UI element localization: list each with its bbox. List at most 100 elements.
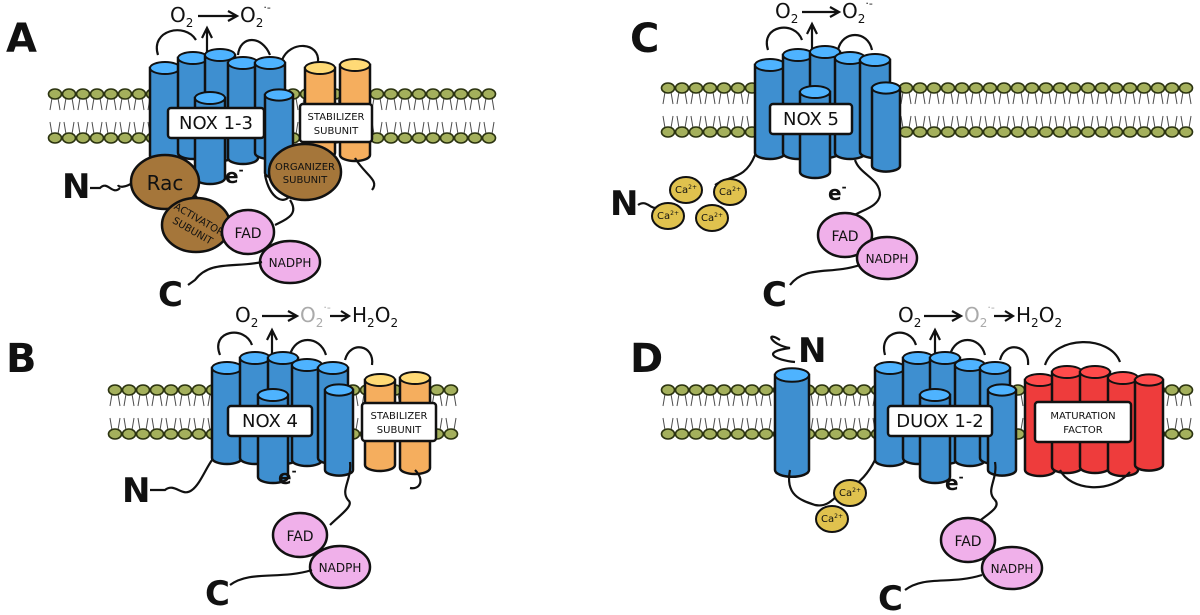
lipid-tail: [483, 121, 495, 135]
helix-body: [870, 86, 902, 173]
svg-text:NADPH: NADPH: [269, 256, 312, 270]
lipid-tail: [1082, 115, 1094, 129]
svg-text:NADPH: NADPH: [991, 562, 1034, 576]
lipid-head: [131, 132, 147, 144]
organizer-subunit: [267, 142, 343, 202]
lipid-head: [163, 384, 179, 396]
lipid-head: [744, 428, 760, 440]
nadph-b: [308, 544, 372, 590]
lipid-tail: [984, 115, 996, 129]
lipid-tail: [151, 417, 163, 431]
lipid-head: [814, 428, 830, 440]
lipid-tail: [970, 91, 982, 105]
svg-text:e-: e-: [278, 464, 297, 489]
lipid-tail: [844, 417, 856, 431]
lipid-tail: [385, 121, 397, 135]
lipid-head: [674, 82, 690, 94]
helix-top: [987, 383, 1017, 397]
lipid-tail: [1138, 115, 1150, 129]
lipid-head: [1094, 126, 1110, 138]
lipid-tail: [732, 91, 744, 105]
lipid-tail: [928, 91, 940, 105]
lipid-tail: [413, 97, 425, 111]
lipid-head: [954, 126, 970, 138]
lipid-head: [730, 384, 746, 396]
lipid-tail: [690, 91, 702, 105]
panel-letter-b: B: [6, 336, 37, 382]
lipid-tail: [998, 115, 1010, 129]
helix-top: [874, 361, 906, 375]
lipid-head: [1164, 82, 1180, 94]
lipid-tail: [1026, 115, 1038, 129]
lipid-head: [1164, 428, 1180, 440]
lipid-tail: [732, 393, 744, 407]
maturation-factor-helices: [1023, 365, 1165, 478]
lipid-tail: [483, 97, 495, 111]
lipid-head: [716, 126, 732, 138]
lipid-tail: [662, 91, 674, 105]
lipid-head: [926, 126, 942, 138]
lipid-tail: [676, 91, 688, 105]
lipid-tail: [445, 417, 457, 431]
helix-top: [317, 361, 349, 375]
lipid-tail: [371, 97, 383, 111]
lipid-head: [135, 384, 151, 396]
svg-text:e-: e-: [225, 163, 244, 188]
lipid-head: [1122, 82, 1138, 94]
lipid-head: [912, 82, 928, 94]
lipid-tail: [133, 97, 145, 111]
lipid-head: [89, 88, 105, 100]
svg-text:e-: e-: [828, 180, 847, 205]
reaction-a: O2 O2·-: [170, 1, 271, 75]
lipid-tail: [1040, 91, 1052, 105]
svg-text:H2O2: H2O2: [352, 303, 398, 330]
reaction-a-arrow: [198, 10, 240, 22]
lipid-tail: [1040, 115, 1052, 129]
svg-text:O2: O2: [775, 0, 798, 26]
enzyme-label-b: NOX 4: [242, 411, 298, 432]
lipid-head: [856, 428, 872, 440]
electron-a: e: [225, 164, 239, 188]
lipid-tail: [956, 115, 968, 129]
lipid-tail: [469, 97, 481, 111]
helix-top: [871, 81, 901, 95]
lipid-head: [481, 88, 497, 100]
lipid-tail: [77, 97, 89, 111]
lipid-head: [716, 82, 732, 94]
svg-text:O2: O2: [898, 303, 921, 330]
panel-c: C O2 O2·- NOX 5 N Ca2+ Ca2+ Ca2+ Ca2+: [610, 0, 1194, 315]
lipid-head: [411, 88, 427, 100]
lipid-tail: [1152, 91, 1164, 105]
lipid-head: [744, 384, 760, 396]
lipid-head: [1024, 82, 1040, 94]
stabilizer-label-a-1: STABILIZER: [308, 112, 365, 123]
lipid-head: [814, 384, 830, 396]
lipid-head: [411, 132, 427, 144]
lipid-tail: [816, 417, 828, 431]
lipid-head: [429, 384, 445, 396]
duox-extra-helix: [773, 367, 811, 479]
lipid-head: [191, 428, 207, 440]
lipid-head: [1080, 82, 1096, 94]
svg-text:O2: O2: [235, 303, 258, 330]
lipid-tail: [1152, 115, 1164, 129]
lipid-tail: [427, 97, 439, 111]
lipid-tail: [91, 121, 103, 135]
lipid-head: [481, 132, 497, 144]
reaction-a-product: O: [240, 3, 256, 27]
lipid-head: [688, 428, 704, 440]
lipid-head: [730, 126, 746, 138]
enzyme-label-c: NOX 5: [783, 109, 839, 130]
helix-top: [1024, 373, 1056, 387]
lipid-head: [89, 132, 105, 144]
lipid-tail: [942, 91, 954, 105]
lipid-tail: [1012, 115, 1024, 129]
lipid-tail: [718, 91, 730, 105]
lipid-tail: [1068, 91, 1080, 105]
helix-top: [809, 45, 841, 59]
lipid-tail: [704, 91, 716, 105]
helix-top: [227, 56, 259, 70]
stabilizer-label-a-2: SUBUNIT: [314, 126, 359, 137]
helix-top: [324, 383, 354, 397]
panel-letter-c: C: [630, 16, 659, 62]
